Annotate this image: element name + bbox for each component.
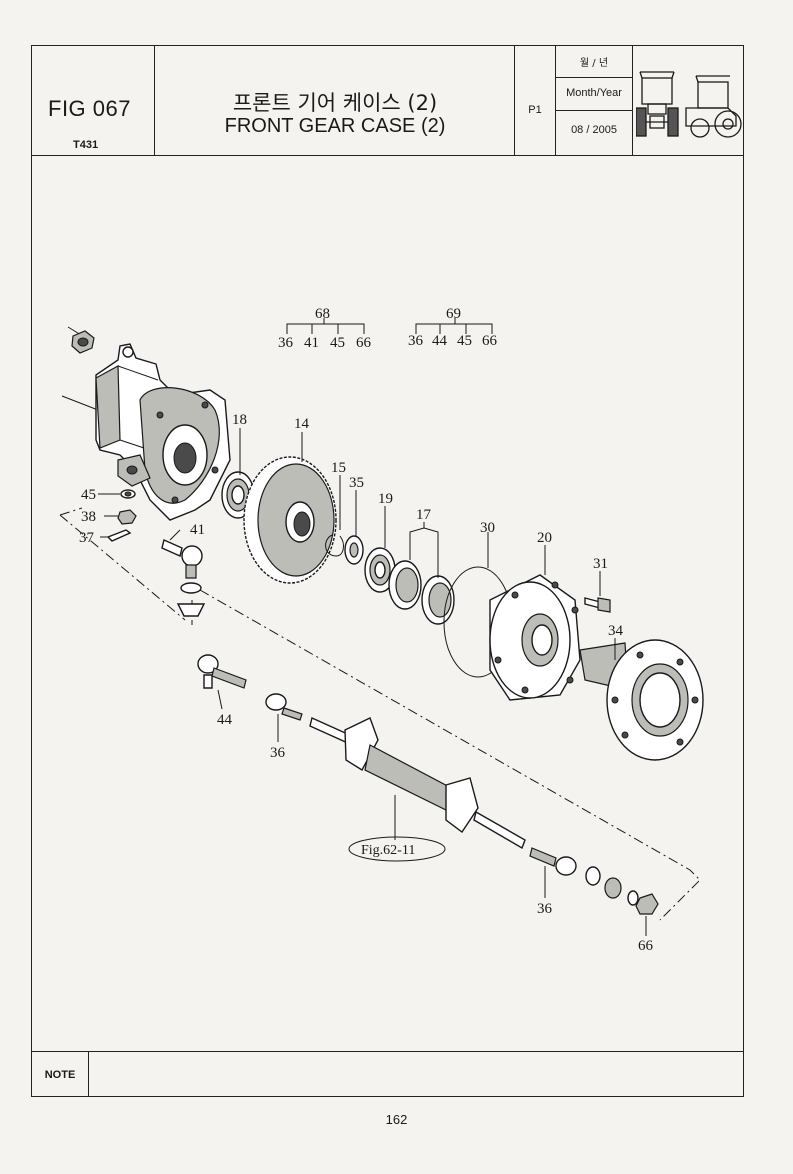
label-30: 30 [480,520,495,536]
note-col-divider [88,1051,89,1097]
nut-66 [635,893,659,915]
seal-17a [388,560,422,610]
label-41: 41 [190,522,205,538]
bolt-31 [584,597,611,613]
label-31: 31 [593,556,608,572]
leader-line [98,428,647,936]
label-66: 66 [638,938,654,954]
tractor-icon [636,71,742,138]
note-divider [31,1051,744,1052]
note-label: NOTE [44,1069,76,1081]
label-69-sub-45: 45 [457,333,472,349]
ring-gear-14 [243,456,337,584]
figure-reference-bubble [348,836,446,862]
tie-rod-end-41 [161,539,206,617]
label-15: 15 [331,460,346,476]
date-cell-divider [555,110,632,111]
label-35: 35 [349,475,364,491]
model-code: T431 [73,139,99,151]
label-17: 17 [416,507,432,523]
label-38: 38 [81,509,96,525]
label-20: 20 [537,530,552,546]
seal-17b [421,575,455,625]
label-14: 14 [294,416,310,432]
kit-69-bracket [415,318,493,334]
label-69: 69 [446,306,461,322]
washer-45 [120,489,136,499]
castle-nut-38 [117,509,137,525]
steering-cylinder [309,717,526,850]
label-37: 37 [79,530,95,546]
label-69-sub-44: 44 [432,333,448,349]
dust-boot-36a [265,693,303,721]
label-36-right: 36 [537,901,553,917]
label-18: 18 [232,412,247,428]
assembly-axis-line [59,507,83,516]
date-value: 08 / 2005 [571,124,617,136]
cotter-pin-37 [106,529,132,542]
snap-ring-15 [325,534,344,557]
washer-35 [344,535,364,565]
header-col-divider [154,45,155,155]
label-68: 68 [315,306,330,322]
assembly-axis-line [59,514,186,621]
dust-boot-36b [529,847,577,876]
header-col-divider [632,45,633,155]
gear-case-housing [95,343,231,521]
header-col-divider [555,45,556,155]
bearing-19 [364,547,396,593]
label-36-left: 36 [270,745,286,761]
header-divider [31,155,744,156]
label-69-sub-36: 36 [408,333,424,349]
label-45: 45 [81,487,96,503]
tie-rod-end-44 [197,654,247,689]
label-68-sub-45: 45 [330,335,345,351]
label-68-sub-36: 36 [278,335,294,351]
page-frame [31,45,744,1097]
page-title-korean: 프론트 기어 케이스 (2) [232,91,438,115]
hub-cover-20 [489,574,581,701]
label-19: 19 [378,491,393,507]
kit-68-bracket [286,318,365,334]
label-68-sub-41: 41 [304,335,319,351]
page-number: 162 [385,1112,408,1127]
figure-reference-label: Fig.62-11 [361,843,415,858]
nut-part [71,330,95,354]
page-title: FRONT GEAR CASE (2) [224,115,446,137]
date-label-korean: 월 / 년 [579,58,609,69]
seal-ring-small [585,866,639,906]
header-col-divider [514,45,515,155]
date-label: Month/Year [566,87,622,99]
date-cell-divider [555,77,632,78]
leader-line [61,395,99,411]
axle-flange-34 [579,639,704,761]
label-68-sub-66: 66 [356,335,372,351]
label-69-sub-66: 66 [482,333,498,349]
label-44: 44 [217,712,233,728]
figure-number: FIG 067 [48,96,131,121]
tie-rod-axis-line [199,589,701,921]
label-34: 34 [608,623,624,639]
page-code: P1 [528,104,542,116]
